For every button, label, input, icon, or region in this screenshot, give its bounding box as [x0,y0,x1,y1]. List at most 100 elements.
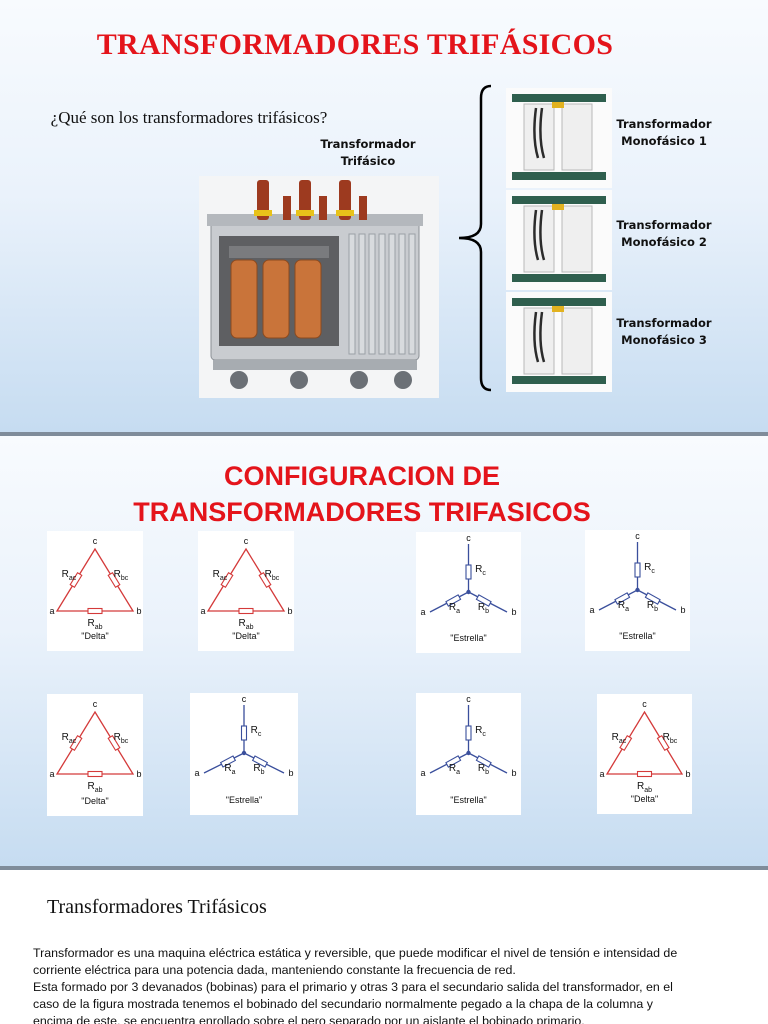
slide-3: Transformadores Trifásicos Transformador… [0,870,768,1024]
description-paragraph: Transformador es una maquina eléctrica e… [33,946,678,1024]
node-label-a: a [49,769,54,779]
node-label-c: c [93,536,98,546]
diagram-caption: "Delta" [232,631,259,641]
label-rbc: Rbc [114,569,129,582]
star-center-node [466,589,471,595]
node-label-b: b [511,768,516,778]
label-ra: Ra [449,602,460,615]
label-rc: Rc [475,725,486,738]
label-rc: Rc [644,562,655,575]
single-phase-caption-2: Transformador Monofásico 2 [616,218,712,249]
slide-2-title: CONFIGURACION DE TRANSFORMADORES TRIFASI… [133,461,591,527]
label-rb: Rb [478,602,489,615]
resistor-bc [107,734,121,752]
node-label-b: b [511,607,516,617]
slide-1: TRANSFORMADORES TRIFÁSICOS ¿Qué son los … [0,0,768,432]
diagram-caption: "Estrella" [619,631,655,641]
node-label-b: b [680,605,685,615]
resistor-b [644,592,661,605]
label-rac: Rac [62,569,77,582]
node-label-a: a [420,768,425,778]
resistor-ab [87,607,103,615]
node-label-a: a [589,605,594,615]
slide-1-title: TRANSFORMADORES TRIFÁSICOS [96,28,614,61]
label-rab: Rab [87,618,102,631]
label-rbc: Rbc [265,569,280,582]
resistor-ab [87,770,103,778]
node-label-a: a [599,769,604,779]
diagram-caption: "Delta" [81,631,108,641]
node-label-b: b [287,606,292,616]
resistor-c [634,562,641,578]
resistor-a [614,592,631,605]
diagram-caption: "Estrella" [226,795,262,805]
resistor-ac [220,571,234,589]
node-label-c: c [93,699,98,709]
resistor-a [445,594,462,607]
label-rb: Rb [253,763,264,776]
star-center-node [466,750,471,756]
resistor-c [240,725,248,741]
node-label-c: c [635,531,640,541]
label-ra: Ra [224,763,235,776]
resistor-ab [238,607,254,615]
node-label-c: c [642,699,647,709]
node-label-a: a [194,768,199,778]
resistor-ac [69,571,83,589]
label-ra: Ra [449,763,460,776]
resistor-ac [69,734,83,752]
resistor-ac [619,734,633,752]
label-rc: Rc [251,725,262,738]
curly-brace-icon [458,84,492,392]
label-rab: Rab [637,781,652,794]
diagram-caption: "Delta" [631,794,658,804]
node-label-a: a [420,607,425,617]
label-ra: Ra [618,600,629,613]
label-rbc: Rbc [663,732,678,745]
resistor-bc [258,571,272,589]
question-text: ¿Qué son los transformadores trifásicos? [50,108,328,127]
single-phase-caption-3: Transformador Monofásico 3 [616,316,712,347]
node-label-c: c [242,694,247,704]
resistor-ab [636,770,653,778]
node-label-c: c [244,536,249,546]
single-phase-transformer-image [506,292,612,392]
resistor-bc [107,571,121,589]
resistor-c [465,564,472,580]
label-rb: Rb [647,600,658,613]
resistor-b [475,755,492,768]
star-center-node [241,750,247,756]
label-rab: Rab [87,781,102,794]
resistor-a [445,755,462,768]
node-label-b: b [685,769,690,779]
node-label-b: b [136,769,141,779]
single-phase-transformer-image [506,190,612,290]
star-center-node [635,587,640,593]
label-rab: Rab [238,618,253,631]
node-label-a: a [49,606,54,616]
resistor-c [465,725,472,741]
slide-2: CONFIGURACION DE TRANSFORMADORES TRIFASI… [0,436,768,866]
resistor-b [475,594,492,607]
slide-3-title: Transformadores Trifásicos [47,896,267,918]
node-label-a: a [200,606,205,616]
resistor-b [251,755,269,768]
label-rb: Rb [478,763,489,776]
label-rac: Rac [213,569,228,582]
node-label-b: b [136,606,141,616]
diagram-caption: "Estrella" [450,633,486,643]
diagram-caption: "Delta" [81,796,108,806]
